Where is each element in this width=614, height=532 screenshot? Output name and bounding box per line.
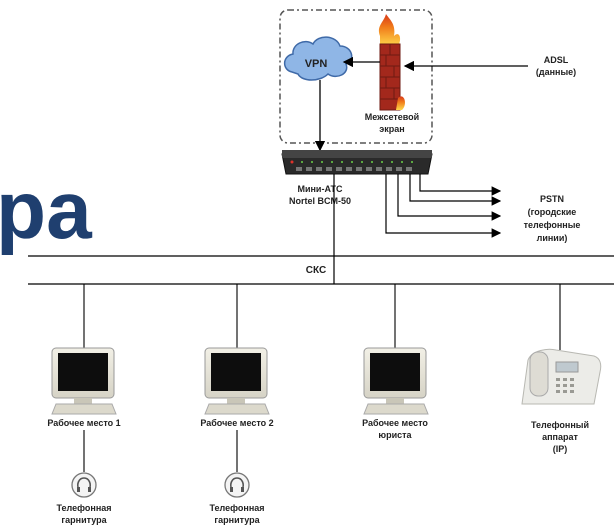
pstn-label-line4: линии) — [537, 233, 568, 243]
pstn-label-line3: телефонные — [524, 220, 581, 230]
heading-fragment: ра — [0, 165, 93, 256]
headset-1-label-line1: Телефонная — [56, 503, 111, 513]
pstn-label-line1: PSTN — [540, 194, 564, 204]
adsl-label-line2: (данные) — [536, 67, 576, 77]
pstn-lines — [385, 174, 502, 238]
firewall-icon — [378, 14, 405, 111]
headset-2-label-line2: гарнитура — [214, 515, 260, 525]
vpn-label: VPN — [305, 58, 328, 70]
ip-phone-label-line1: Телефонный — [531, 420, 589, 430]
pbx-label-line1: Мини-АТС — [297, 184, 343, 194]
workstation-lawyer-label-line2: юриста — [378, 430, 412, 440]
bus-label: СКС — [306, 265, 326, 276]
workstation-lawyer-icon — [363, 347, 429, 415]
security-zone — [279, 9, 433, 144]
workstation-2-icon — [204, 347, 270, 415]
workstation-2-label: Рабочее место 2 — [200, 418, 273, 428]
headset-2-label-line1: Телефонная — [209, 503, 264, 513]
ip-phone-label-line3: (IP) — [553, 444, 568, 454]
adsl-label-line1: ADSL — [544, 55, 569, 65]
headset-2-icon — [224, 472, 250, 498]
pstn-label-line2: (городские — [528, 207, 577, 217]
firewall-label-line2: экран — [379, 124, 404, 134]
vpn-cloud-icon — [283, 36, 353, 81]
workstation-lawyer-label-line1: Рабочее место — [362, 418, 428, 428]
ip-phone-label-line2: аппарат — [542, 432, 578, 442]
workstation-1-icon — [51, 347, 117, 415]
ip-phone-icon — [521, 348, 602, 405]
drop-lines — [83, 284, 561, 472]
pbx-device-icon — [281, 150, 433, 175]
headset-1-icon — [71, 472, 97, 498]
firewall-label-line1: Межсетевой — [365, 112, 419, 122]
workstation-1-label: Рабочее место 1 — [47, 418, 120, 428]
pbx-label-line2: Nortel BCM-50 — [289, 196, 351, 206]
headset-1-label-line2: гарнитура — [61, 515, 107, 525]
